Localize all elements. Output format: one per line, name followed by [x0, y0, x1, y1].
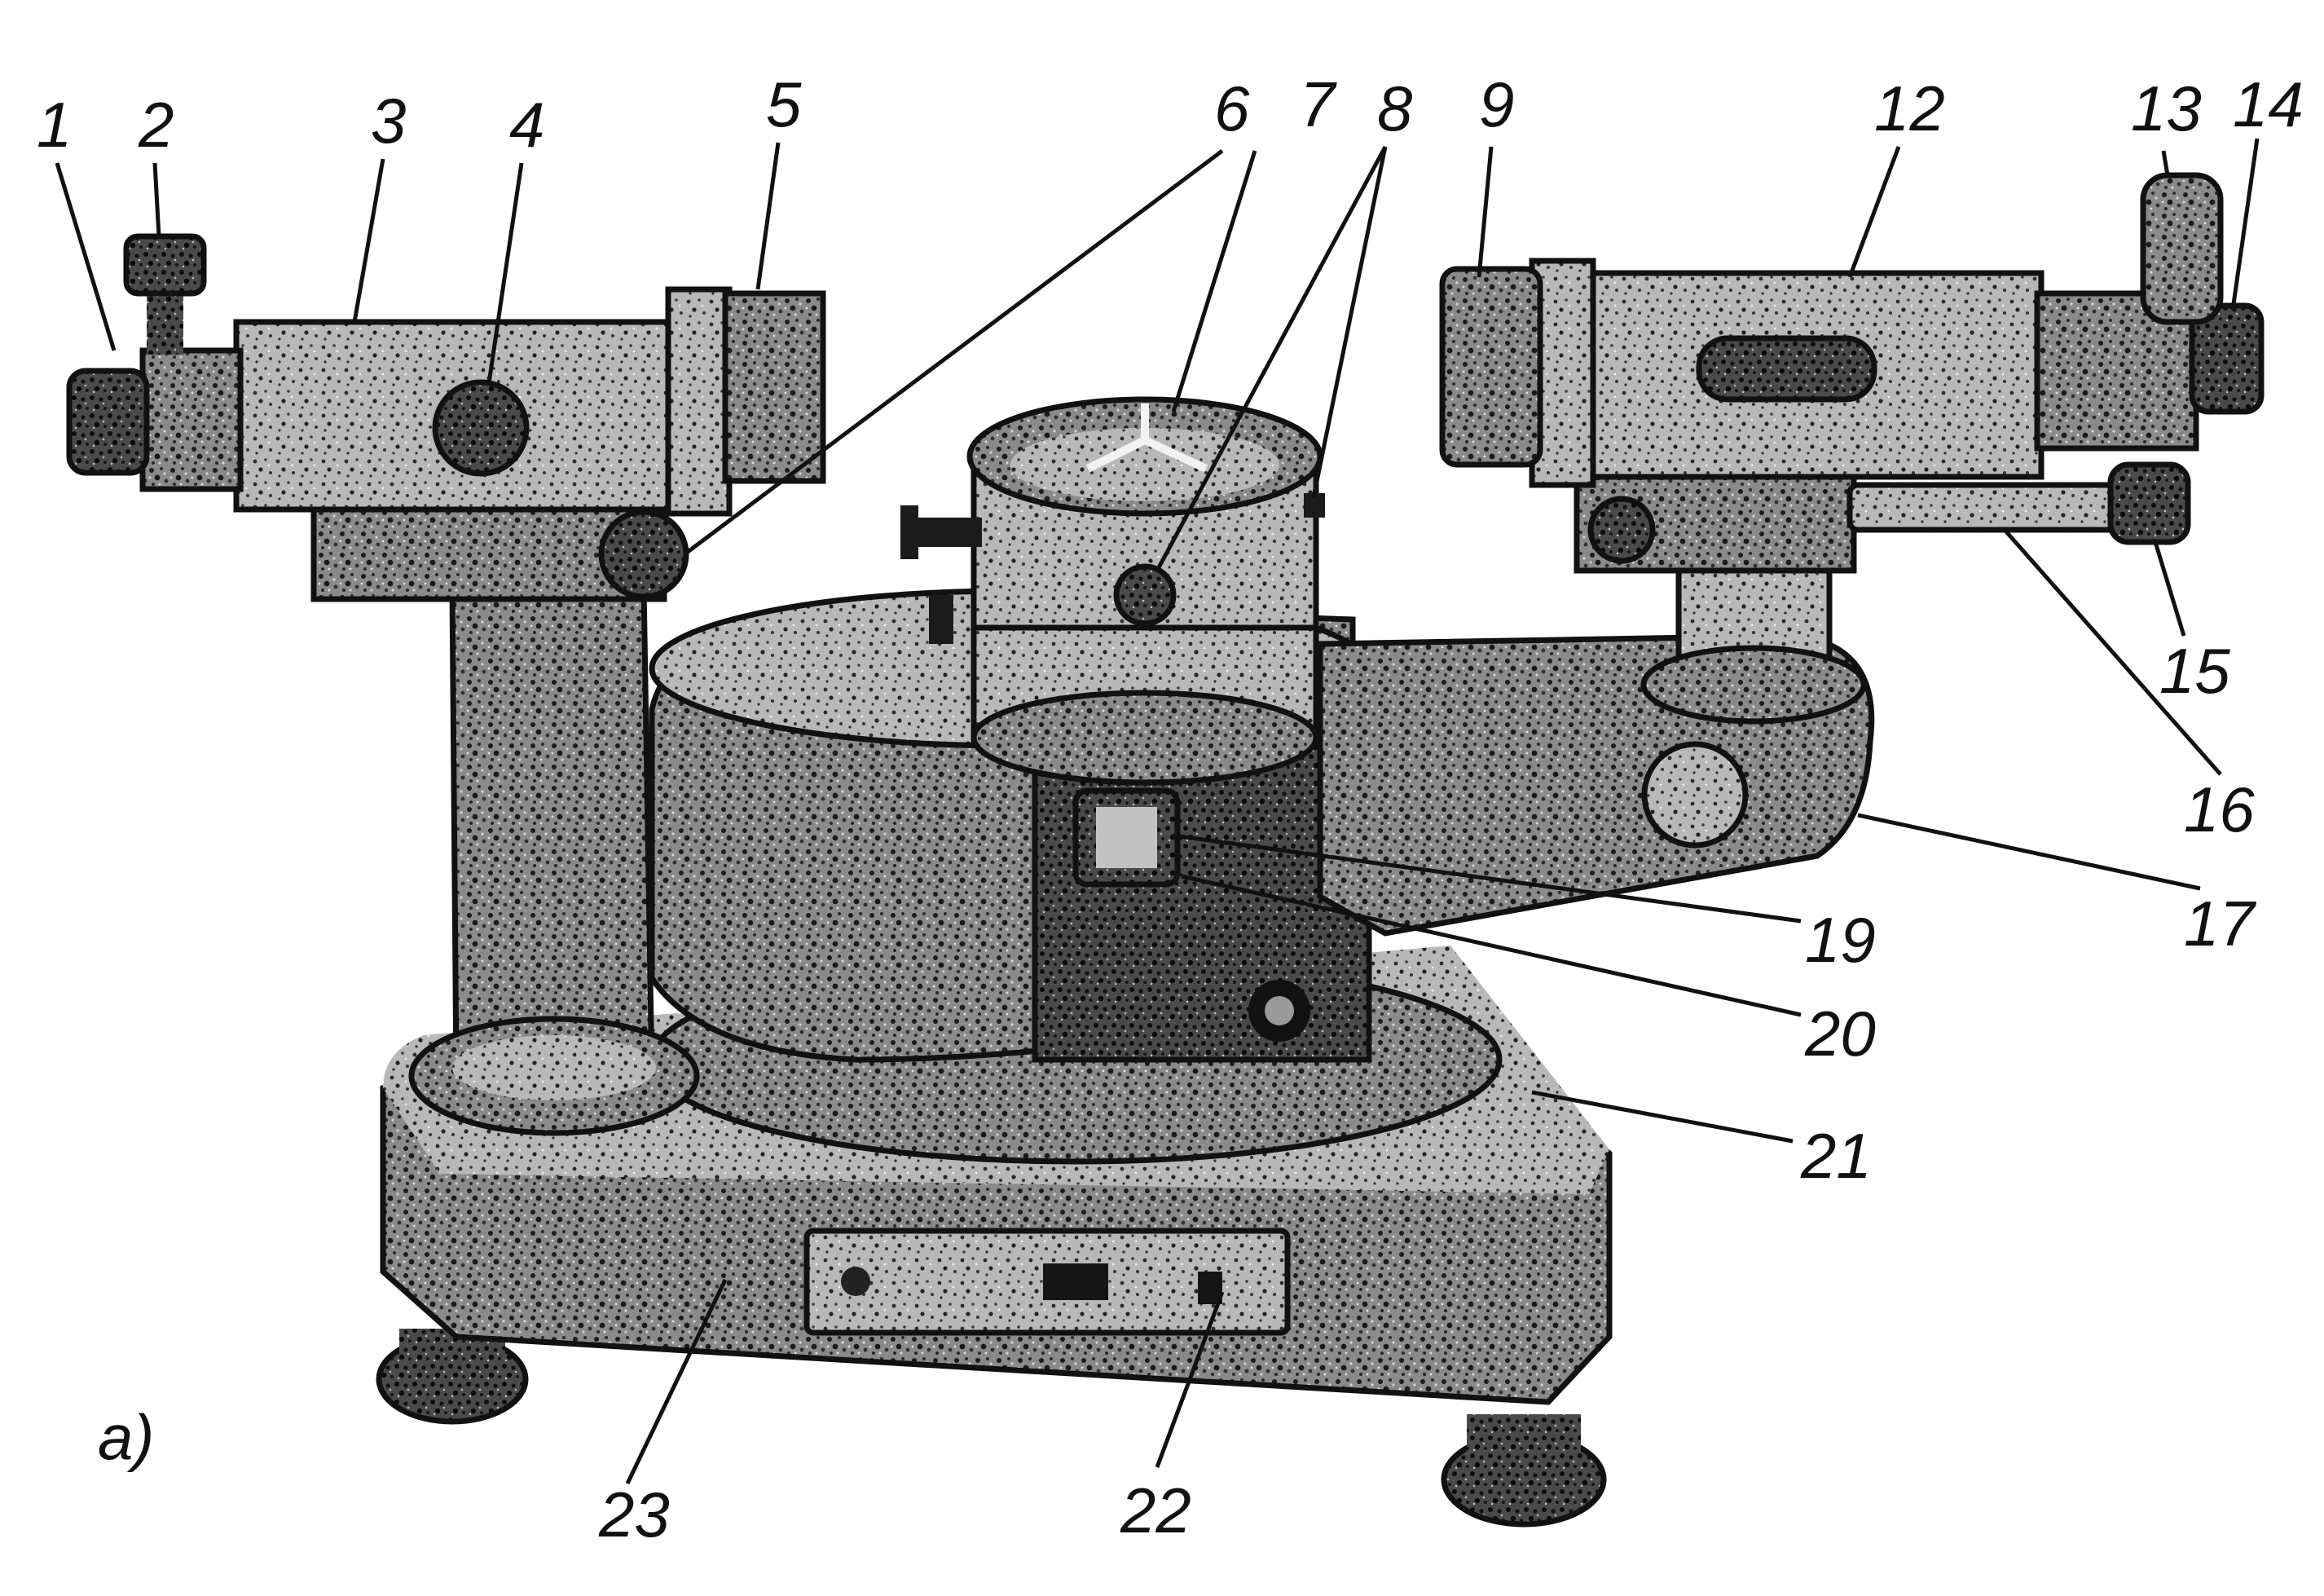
leader-lines: [55, 138, 2260, 1485]
label-1: 1: [37, 89, 72, 161]
leader-1: [55, 162, 117, 351]
label-21: 21: [1800, 1120, 1872, 1192]
label-14: 14: [2233, 68, 2304, 140]
column-clamp-knob-center: [1265, 996, 1294, 1025]
label-19: 19: [1805, 904, 1876, 976]
leader-8a: [1155, 145, 1388, 572]
leader-2: [152, 162, 161, 237]
collimator-group: [66, 233, 826, 1136]
telescope-micrometer-16: [1846, 482, 2122, 533]
leader-8b: [1311, 146, 1388, 498]
part-labels: 1 2 3 4 5 6 7 8 9 12 13 14 15 16 17 19 2…: [37, 68, 2304, 1550]
leader-19: [1173, 833, 1802, 924]
label-16: 16: [2184, 774, 2255, 845]
prism-table-group: [900, 396, 1325, 786]
prism-table-inner: [1010, 428, 1279, 501]
panel-switch: [1043, 1263, 1108, 1300]
collimator-pillar: [449, 584, 655, 1079]
panel-label: a): [98, 1401, 154, 1473]
prism-clamp-arms: [1085, 403, 1208, 473]
slit-screw-head-2: [123, 233, 207, 297]
collimator-objective-5: [722, 290, 826, 484]
leader-17: [1857, 813, 2201, 891]
label-9: 9: [1479, 68, 1514, 140]
label-7: 7: [1300, 68, 1337, 140]
leveling-screw-left-head: [900, 505, 918, 559]
leader-15: [2153, 541, 2186, 637]
collimator-slit-tube: [139, 347, 244, 492]
leader-14: [2230, 138, 2260, 311]
leader-3: [352, 158, 385, 323]
label-6: 6: [1214, 73, 1250, 144]
vernier-window-glass: [1096, 807, 1157, 868]
label-17: 17: [2184, 888, 2256, 959]
label-8: 8: [1377, 73, 1412, 144]
prism-table-screw-7: [1113, 563, 1177, 627]
telescope-pillar-ring: [1640, 645, 1867, 725]
leader-9: [1477, 146, 1494, 278]
leader-5: [755, 142, 781, 290]
leveling-screw-back: [929, 595, 953, 644]
leader-13: [2161, 150, 2170, 176]
label-13: 13: [2131, 73, 2202, 144]
label-3: 3: [371, 85, 406, 157]
collimator-focus-knob-4: [432, 379, 530, 477]
telescope-eyepiece-14: [2189, 302, 2265, 415]
collimator-collar: [665, 286, 733, 517]
collimator-pillar-foot-inner: [452, 1035, 656, 1100]
leader-12: [1847, 146, 1901, 278]
telescope-clamp: [1587, 496, 1656, 564]
leader-7: [1171, 150, 1257, 412]
telescope-group: [1317, 172, 2265, 937]
label-20: 20: [1804, 998, 1876, 1069]
label-2: 2: [138, 89, 174, 161]
telescope-illuminator-13: [2140, 172, 2224, 325]
label-15: 15: [2159, 635, 2230, 707]
leader-22: [1155, 1291, 1225, 1468]
telescope-micrometer-knob-15: [2107, 461, 2191, 545]
foot-right-stem: [1467, 1414, 1581, 1475]
collimator-slit-cap-1: [66, 368, 150, 476]
telescope-objective-9: [1439, 266, 1543, 468]
label-4: 4: [509, 89, 544, 161]
leader-4: [486, 162, 524, 384]
label-22: 22: [1120, 1475, 1191, 1546]
leader-23: [625, 1278, 728, 1485]
prism-table-bottom: [971, 690, 1319, 786]
label-5: 5: [766, 68, 802, 140]
leader-16: [2003, 528, 2222, 776]
collimator-clamp-6: [598, 509, 689, 600]
panel-screw: [841, 1267, 870, 1296]
label-12: 12: [1874, 73, 1945, 144]
telescope-tube-slot: [1696, 335, 1877, 403]
leveling-screw-left: [909, 518, 982, 547]
telescope-arm-screw: [1641, 741, 1749, 849]
leader-21: [1531, 1090, 1794, 1144]
leader-20: [1181, 874, 1802, 1017]
leader-6: [683, 149, 1224, 556]
label-23: 23: [598, 1479, 670, 1550]
